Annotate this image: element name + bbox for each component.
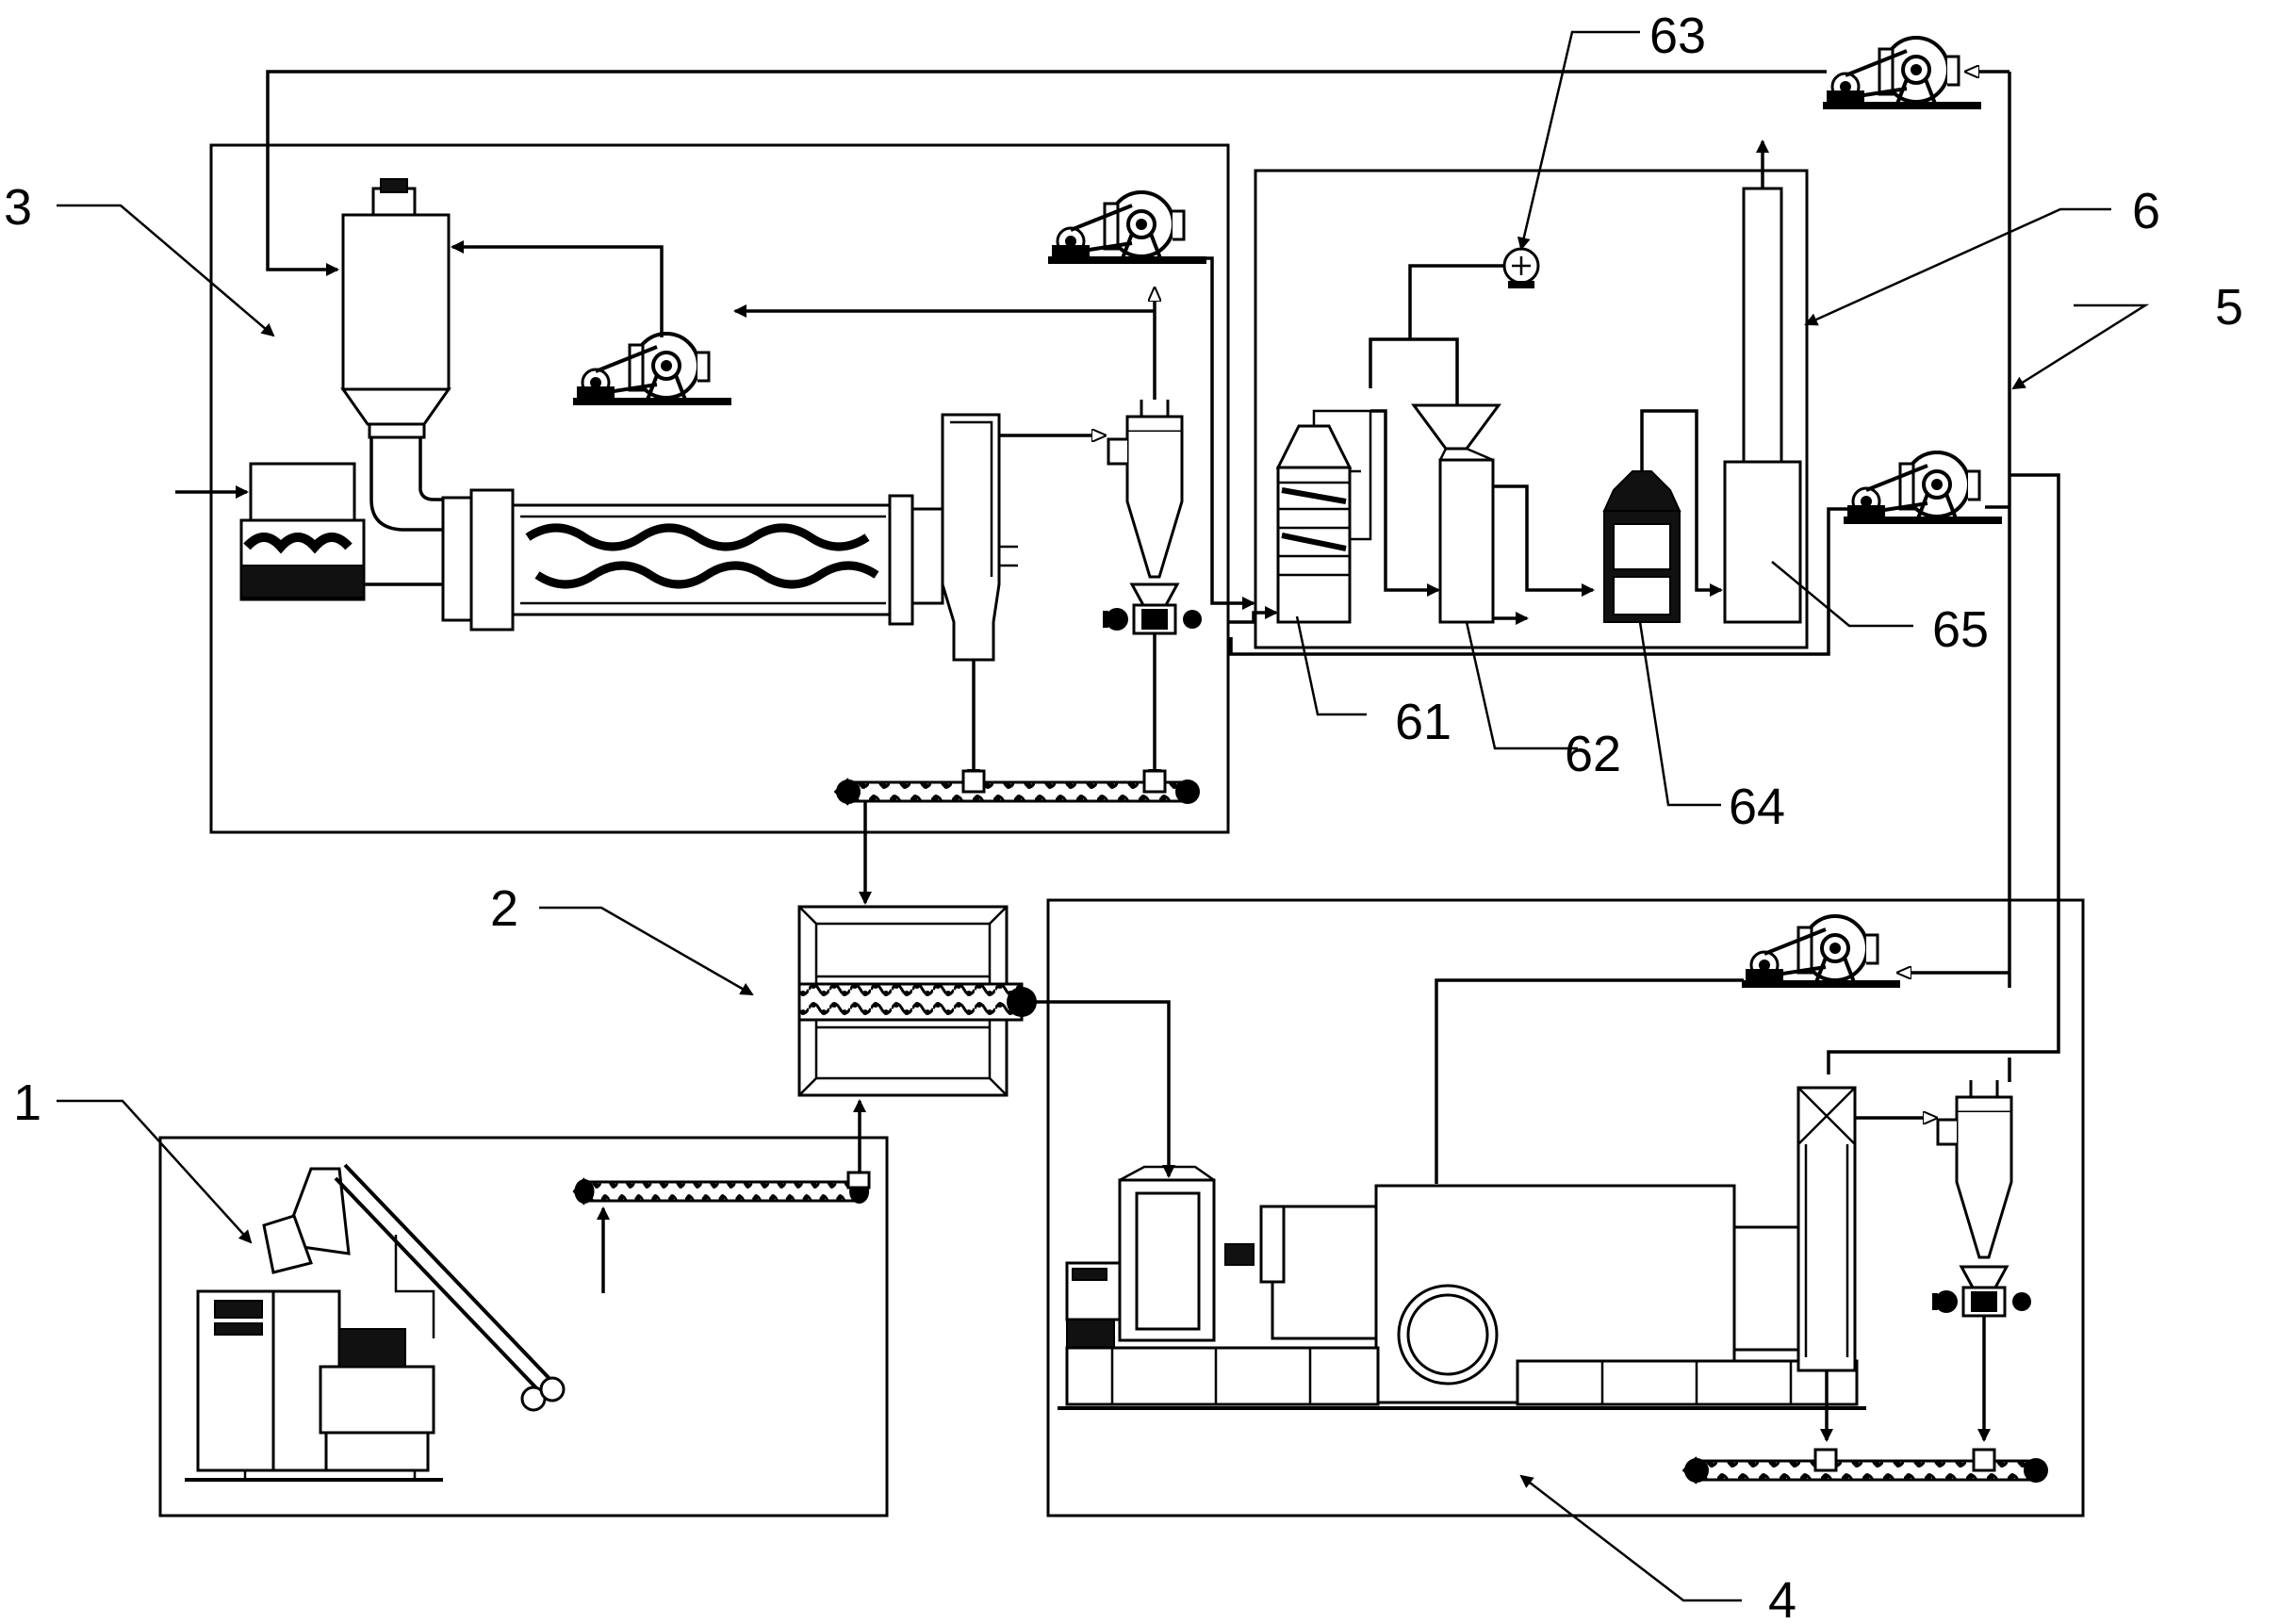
label-1: 1 (13, 1074, 41, 1131)
section-3-frame (209, 143, 1230, 834)
label-5: 5 (2215, 279, 2243, 336)
label-64: 64 (1729, 779, 1785, 835)
label-4: 4 (1768, 1572, 1796, 1624)
pellet-mill (185, 1163, 871, 1482)
label-62: 62 (1565, 726, 1621, 782)
label-6: 6 (2132, 183, 2160, 239)
mixer-unit (797, 801, 1175, 1178)
callout-leaders (57, 30, 2150, 1602)
section-6-frame (1254, 169, 1809, 649)
section-1-frame (158, 1136, 889, 1517)
label-3: 3 (4, 179, 32, 236)
section-4-frame (1046, 898, 2085, 1517)
label-65: 65 (1932, 601, 1989, 658)
carbonization-system (1058, 914, 2050, 1485)
label-63: 63 (1649, 8, 1706, 64)
air-loop (266, 36, 2060, 1082)
dryer-system (175, 178, 1255, 807)
label-61: 61 (1395, 694, 1452, 750)
label-2: 2 (490, 880, 518, 937)
gas-treatment-system (1229, 139, 1802, 625)
